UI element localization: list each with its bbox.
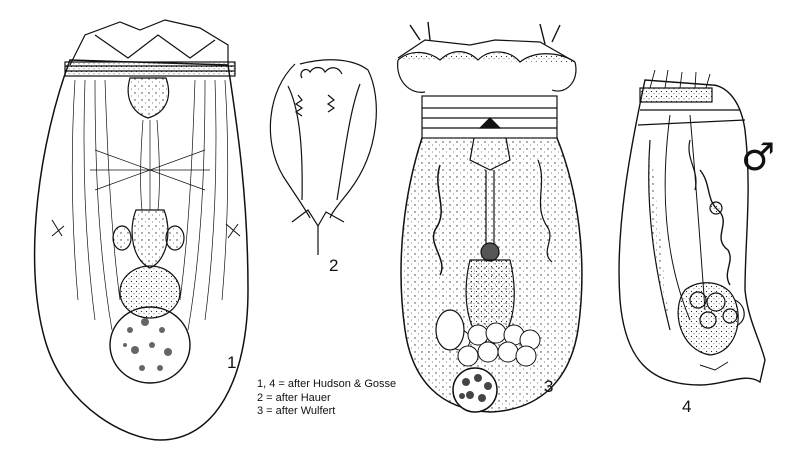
credit-line: 1, 4 = after Hudson & Gosse — [257, 378, 397, 390]
figure-4-drawing — [618, 69, 766, 386]
figure-1-label: 1 — [227, 353, 236, 372]
figure-4-label: 4 — [682, 397, 691, 416]
credit-line: 2 = after Hauer — [257, 391, 331, 404]
credit-line: 3 = after Wulfert — [257, 405, 336, 417]
figure-2-label: 2 — [329, 256, 338, 275]
figure-2-drawing — [269, 59, 377, 255]
credits-legend: 1, 4 = after Hudson & Gosse 2 = after Ha… — [257, 378, 396, 419]
male-symbol: ♂ — [741, 135, 776, 179]
figure-1-drawing — [33, 19, 249, 441]
figure-3-drawing — [397, 21, 583, 413]
figure-3-label: 3 — [544, 377, 553, 396]
